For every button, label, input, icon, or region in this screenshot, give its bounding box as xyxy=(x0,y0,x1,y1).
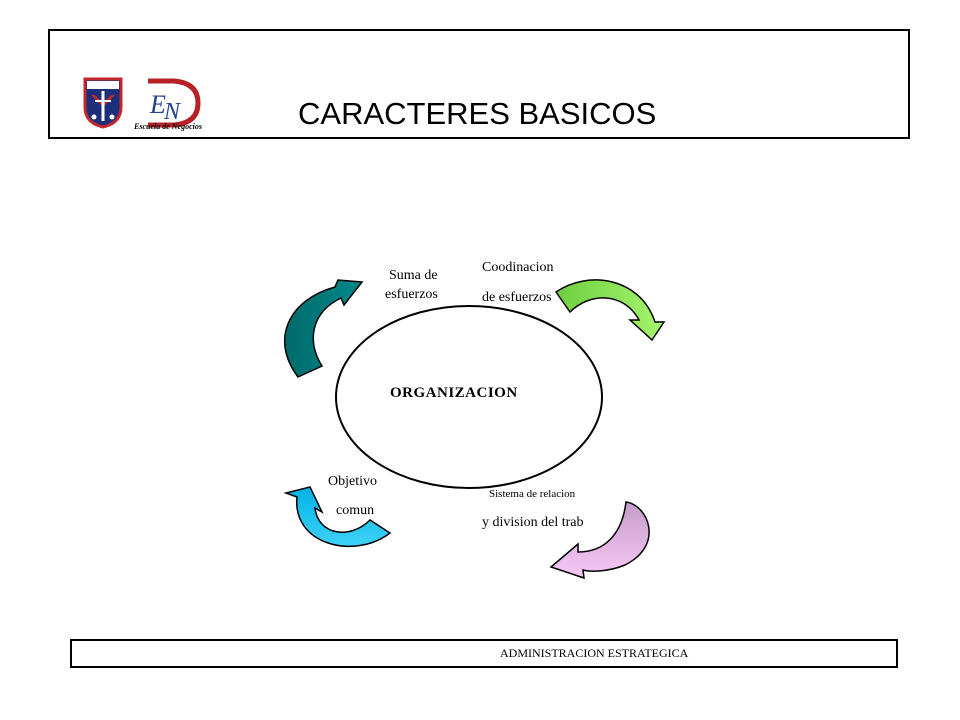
svg-text:N: N xyxy=(163,99,182,125)
university-shield-logo xyxy=(83,77,123,129)
escuela-de-negocios-logo: E N xyxy=(148,78,201,128)
label-coord-line1: Coodinacion xyxy=(482,260,554,275)
arrow-bottom-left xyxy=(283,486,392,548)
arrow-top-left xyxy=(283,279,364,378)
logo-caption: Escuela de Negocios xyxy=(134,122,202,131)
svg-text:E: E xyxy=(149,90,166,119)
label-coord-line2: de esfuerzos xyxy=(482,290,552,305)
footer-box xyxy=(70,639,898,668)
label-sistema-line1: Sistema de relacion xyxy=(489,488,576,500)
label-objetivo-line1: Objetivo xyxy=(328,474,377,489)
label-sistema-line2: y division del trab xyxy=(482,515,584,530)
arrow-top-right xyxy=(554,279,666,342)
label-suma-line1: Suma de xyxy=(389,268,438,283)
page-title: CARACTERES BASICOS xyxy=(298,96,657,131)
center-label: ORGANIZACION xyxy=(390,385,518,401)
label-suma-line2: esfuerzos xyxy=(385,287,438,302)
arrow-bottom-right xyxy=(549,501,650,580)
footer-text: ADMINISTRACION ESTRATEGICA xyxy=(500,646,689,660)
label-objetivo-line2: comun xyxy=(336,503,375,518)
organization-ellipse xyxy=(335,305,603,489)
header-box xyxy=(48,29,910,139)
